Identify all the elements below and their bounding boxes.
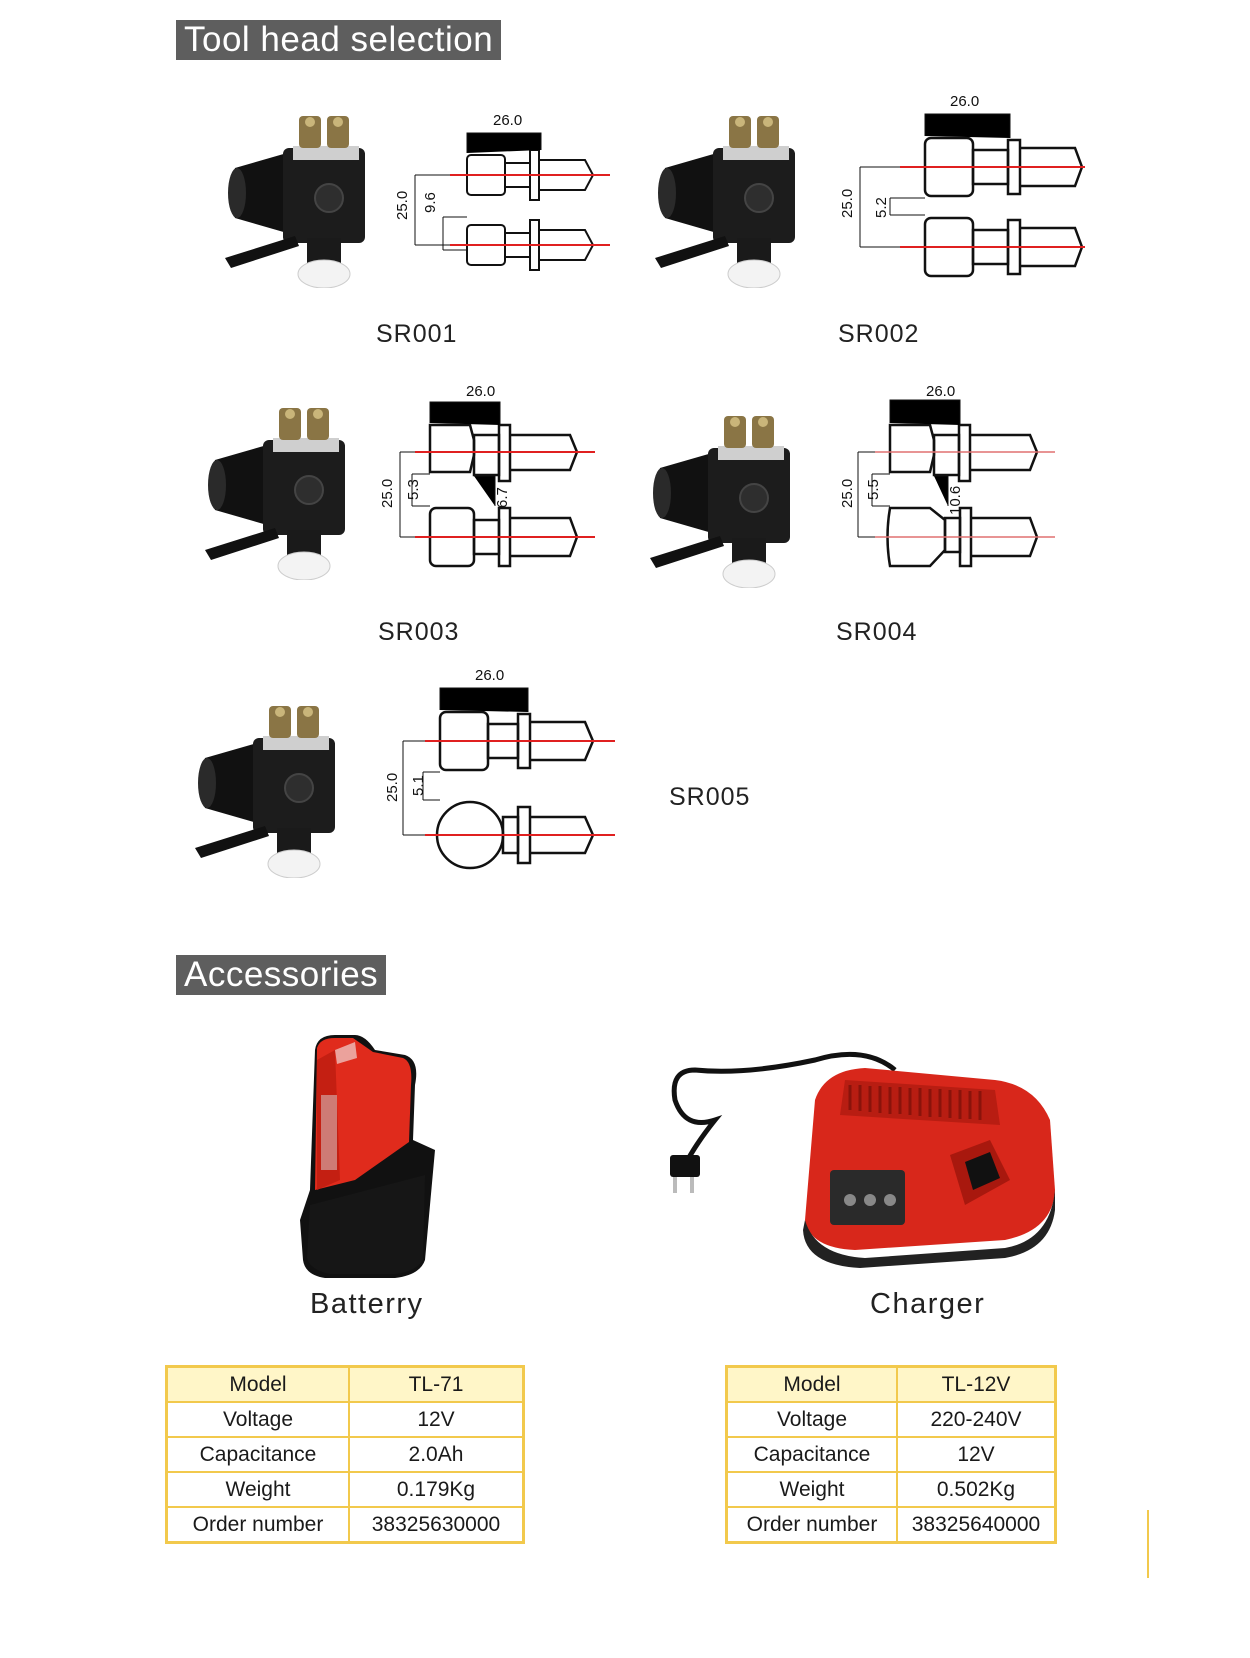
table-row: Weight 0.179Kg (165, 1471, 525, 1508)
spec-key: Weight (725, 1471, 898, 1508)
dim-height: 25.0 (384, 773, 401, 802)
charger-spec-table: Model TL-12V Voltage 220-240V Capacitanc… (725, 1365, 1057, 1544)
spec-key: Capacitance (165, 1436, 350, 1473)
drawing-sr004: 26.0 25.0 5.5 10.6 (839, 383, 1055, 568)
spec-value: TL-71 (348, 1365, 525, 1403)
dim-gap: 5.5 (865, 479, 882, 500)
spec-key: Weight (165, 1471, 350, 1508)
spec-key: Model (165, 1365, 350, 1403)
spec-value: 0.179Kg (348, 1471, 525, 1508)
dim-width: 26.0 (950, 93, 979, 110)
battery-photo (300, 1035, 435, 1278)
tool-head-photo-sr004 (650, 415, 791, 588)
table-row: Weight 0.502Kg (725, 1471, 1057, 1508)
dim-gap: 5.1 (410, 775, 427, 796)
table-row: Capacitance 12V (725, 1436, 1057, 1473)
spec-value: 38325640000 (896, 1506, 1057, 1544)
dim-gap: 5.2 (873, 197, 890, 218)
model-label-sr002: SR002 (838, 320, 920, 348)
charger-photo (670, 1051, 1055, 1268)
dim-width: 26.0 (493, 112, 522, 129)
section-title-tool-head: Tool head selection (176, 20, 502, 60)
table-row: Order number 38325640000 (725, 1506, 1057, 1544)
spec-key: Order number (725, 1506, 898, 1544)
table-row: Order number 38325630000 (165, 1506, 525, 1544)
drawing-sr001: 26.0 25.0 9.6 (395, 112, 610, 271)
tool-head-photo-sr002 (655, 115, 796, 288)
spec-key: Voltage (165, 1401, 350, 1438)
dim-height: 25.0 (379, 479, 396, 508)
battery-label: Batterry (310, 1288, 424, 1320)
dim-height: 25.0 (395, 191, 411, 220)
drawing-sr005: 26.0 25.0 5.1 (384, 667, 615, 870)
drawing-sr002: 26.0 25.0 5.2 (839, 93, 1085, 278)
charger-label: Charger (870, 1288, 986, 1320)
spec-key: Voltage (725, 1401, 898, 1438)
spec-key: Capacitance (725, 1436, 898, 1473)
spec-value: 0.502Kg (896, 1471, 1057, 1508)
spec-key: Model (725, 1365, 898, 1403)
table-row: Model TL-12V (725, 1365, 1057, 1403)
spec-value: 2.0Ah (348, 1436, 525, 1473)
table-row: Model TL-71 (165, 1365, 525, 1403)
dim-gap-2: 10.6 (947, 486, 964, 515)
tool-head-photo-sr005 (195, 705, 336, 878)
table-row: Voltage 12V (165, 1401, 525, 1438)
spec-value: 38325630000 (348, 1506, 525, 1544)
model-label-sr003: SR003 (378, 618, 460, 646)
spec-value: 12V (896, 1436, 1057, 1473)
battery-spec-table: Model TL-71 Voltage 12V Capacitance 2.0A… (165, 1365, 525, 1544)
spec-value: 12V (348, 1401, 525, 1438)
spec-value: TL-12V (896, 1365, 1057, 1403)
dim-gap: 5.3 (405, 479, 422, 500)
table-row: Capacitance 2.0Ah (165, 1436, 525, 1473)
dim-width: 26.0 (475, 667, 504, 684)
model-label-sr001: SR001 (376, 320, 458, 348)
tool-head-photo-sr001 (225, 115, 366, 288)
dim-height: 25.0 (839, 479, 856, 508)
dim-height: 25.0 (839, 189, 856, 218)
decorative-side-line (1147, 1510, 1149, 1578)
table-row: Voltage 220-240V (725, 1401, 1057, 1438)
tool-head-photo-sr003 (205, 407, 346, 580)
spec-value: 220-240V (896, 1401, 1057, 1438)
dim-width: 26.0 (466, 383, 495, 400)
model-label-sr005: SR005 (669, 783, 751, 811)
dim-gap: 9.6 (422, 192, 439, 213)
drawing-sr003: 26.0 25.0 5.3 6.7 (379, 383, 595, 568)
model-label-sr004: SR004 (836, 618, 918, 646)
dim-width: 26.0 (926, 383, 955, 400)
section-title-accessories: Accessories (176, 955, 387, 995)
spec-key: Order number (165, 1506, 350, 1544)
dim-gap-2: 6.7 (494, 487, 511, 508)
